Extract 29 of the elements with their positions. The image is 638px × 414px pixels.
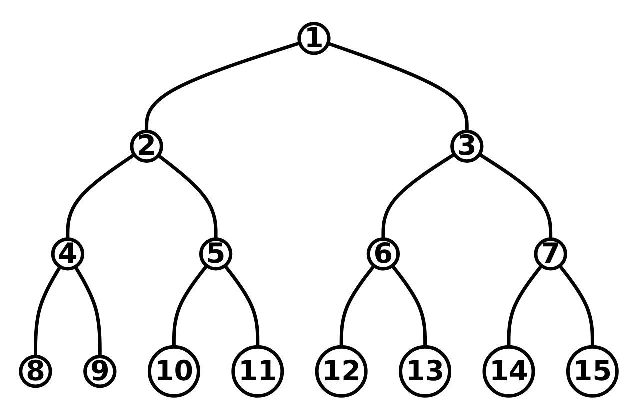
- node-circle: 9: [84, 355, 117, 388]
- node-circle: 7: [534, 238, 568, 271]
- node-circle: 8: [19, 355, 52, 388]
- connector: [172, 264, 208, 348]
- node-circle: 12: [315, 345, 368, 398]
- node-circle: 11: [232, 345, 284, 398]
- node-circle: 10: [148, 345, 200, 398]
- connector: [224, 264, 260, 348]
- connector: [145, 42, 301, 132]
- connector: [74, 266, 102, 357]
- node-circle: 15: [566, 345, 619, 398]
- node-circle: 13: [399, 345, 452, 398]
- node-circle: 2: [130, 130, 164, 164]
- connector: [340, 264, 376, 348]
- connector: [391, 264, 427, 348]
- connector: [328, 42, 469, 132]
- connector: [478, 153, 553, 240]
- node-circle: 4: [51, 238, 84, 271]
- node-circle: 14: [482, 345, 536, 398]
- connector: [558, 264, 594, 348]
- node-circle: 5: [199, 238, 233, 271]
- connector: [507, 264, 544, 348]
- node-circle: 1: [298, 22, 331, 56]
- connector: [66, 153, 136, 240]
- connector: [157, 154, 218, 240]
- connector: [382, 153, 456, 240]
- node-circle: 6: [366, 238, 400, 271]
- node-circle: 3: [450, 130, 484, 164]
- connector: [34, 266, 62, 357]
